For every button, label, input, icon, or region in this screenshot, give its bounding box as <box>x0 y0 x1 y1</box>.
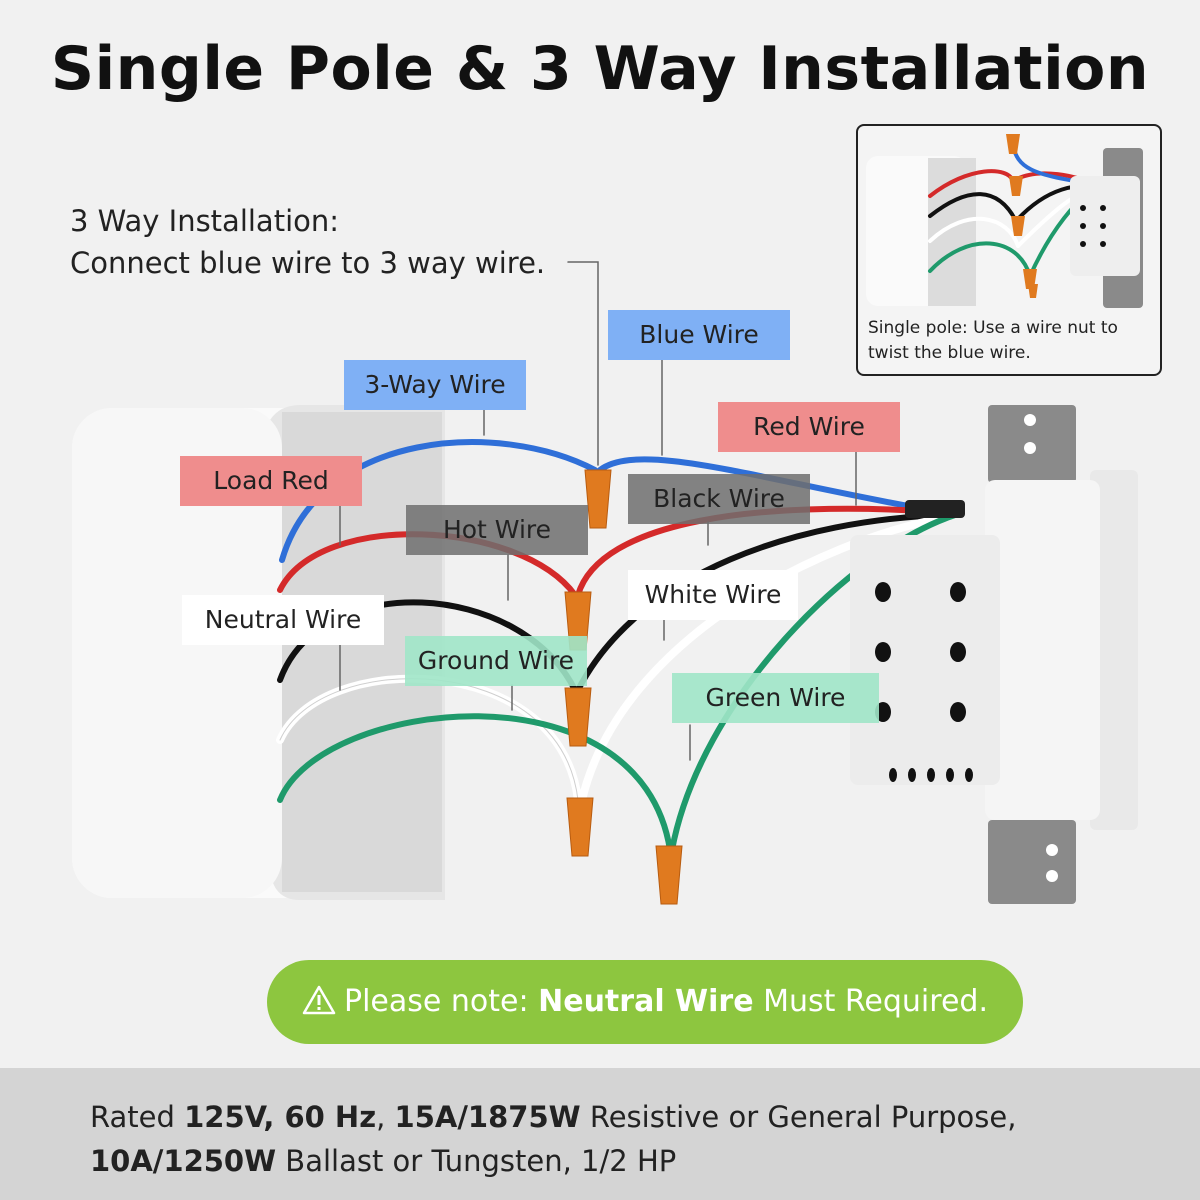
rating-ballast-text: Ballast or Tungsten, 1/2 HP <box>276 1144 677 1178</box>
note-bold: Neutral Wire <box>538 984 754 1019</box>
label-black-wire: Black Wire <box>628 474 810 524</box>
label-load-red: Load Red <box>180 456 362 506</box>
three-way-instruction: 3 Way Installation: Connect blue wire to… <box>70 200 545 284</box>
rating-prefix: Rated <box>90 1100 185 1134</box>
dimmer-switch <box>850 405 1138 904</box>
label-neutral-wire: Neutral Wire <box>182 595 384 645</box>
label-white-wire: White Wire <box>628 570 798 620</box>
rating-line-2: 10A/1250W Ballast or Tungsten, 1/2 HP <box>90 1139 1016 1183</box>
note-prefix: Please note: <box>344 984 539 1019</box>
black-wire-path <box>575 512 948 693</box>
three-way-wire-path <box>279 439 598 563</box>
inset-caption: Single pole: Use a wire nut to twist the… <box>868 316 1118 366</box>
neutral-wire-note: Please note: Neutral Wire Must Required. <box>267 960 1023 1044</box>
wire-nut-blue <box>584 469 612 529</box>
rating-text: Rated 125V, 60 Hz, 15A/1875W Resistive o… <box>90 1095 1016 1183</box>
rating-footer <box>0 1068 1200 1200</box>
label-three-way-wire: 3-Way Wire <box>344 360 526 410</box>
single-pole-inset: Single pole: Use a wire nut to twist the… <box>856 124 1162 376</box>
page-title: Single Pole & 3 Way Installation <box>50 34 1150 104</box>
inset-caption-line-2: twist the blue wire. <box>868 343 1031 363</box>
label-hot-wire: Hot Wire <box>406 505 588 555</box>
note-suffix: Must Required. <box>753 984 988 1019</box>
rating-voltage: 125V, 60 Hz <box>184 1100 377 1134</box>
rating-resistive-text: Resistive or General Purpose, <box>580 1100 1017 1134</box>
wire-nut-black <box>564 687 592 747</box>
instruction-line-2: Connect blue wire to 3 way wire. <box>70 246 546 280</box>
wire-nut-green <box>655 845 683 905</box>
warning-icon <box>302 985 336 1015</box>
instruction-line-1: 3 Way Installation: <box>70 204 340 238</box>
label-ground-wire: Ground Wire <box>405 636 587 686</box>
wire-nut-white <box>566 797 594 857</box>
single-pole-illustration <box>866 134 1143 308</box>
blue-wire-path <box>597 456 933 513</box>
rating-ballast-load: 10A/1250W <box>90 1144 277 1178</box>
rating-resistive-load: 15A/1875W <box>394 1100 581 1134</box>
ground-wire-path <box>277 713 673 853</box>
inset-caption-line-1: Single pole: Use a wire nut to <box>868 318 1118 338</box>
rating-separator: , <box>376 1100 395 1134</box>
rating-line-1: Rated 125V, 60 Hz, 15A/1875W Resistive o… <box>90 1095 1016 1139</box>
label-blue-wire: Blue Wire <box>608 310 790 360</box>
label-red-wire: Red Wire <box>718 402 900 452</box>
label-green-wire: Green Wire <box>672 673 879 723</box>
wire-nuts <box>564 469 683 905</box>
